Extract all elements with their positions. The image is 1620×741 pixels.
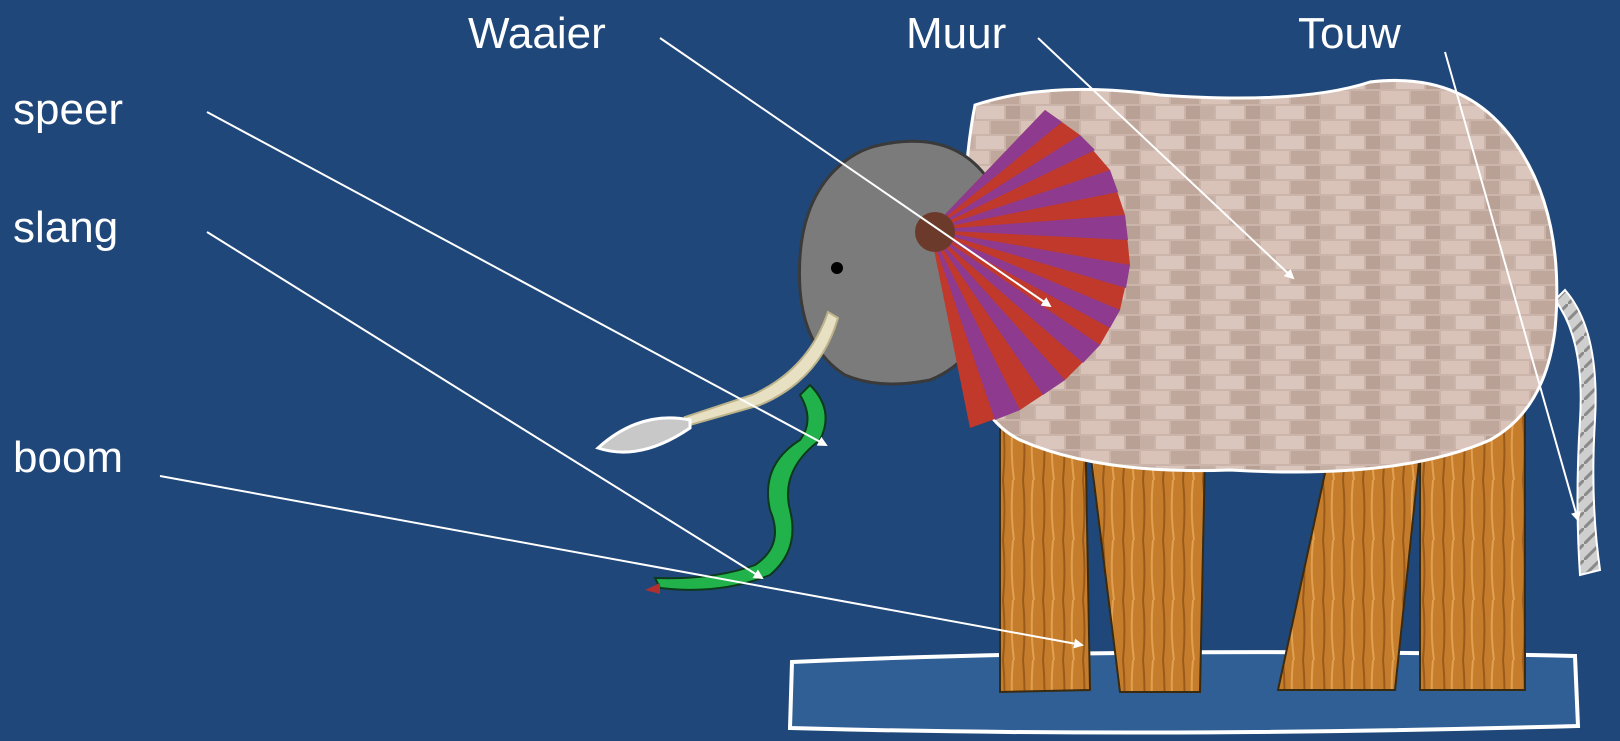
label-slang: slang: [13, 206, 118, 250]
arrow-slang: [207, 232, 762, 578]
label-muur: Muur: [906, 12, 1006, 56]
arrow-boom: [160, 476, 1082, 645]
snake-trunk: [645, 385, 826, 594]
label-touw: Touw: [1298, 12, 1401, 56]
label-speer: speer: [13, 88, 123, 132]
rope-tail: [1555, 290, 1600, 575]
label-boom: boom: [13, 436, 123, 480]
arrow-speer: [207, 112, 826, 445]
label-waaier: Waaier: [468, 12, 606, 56]
